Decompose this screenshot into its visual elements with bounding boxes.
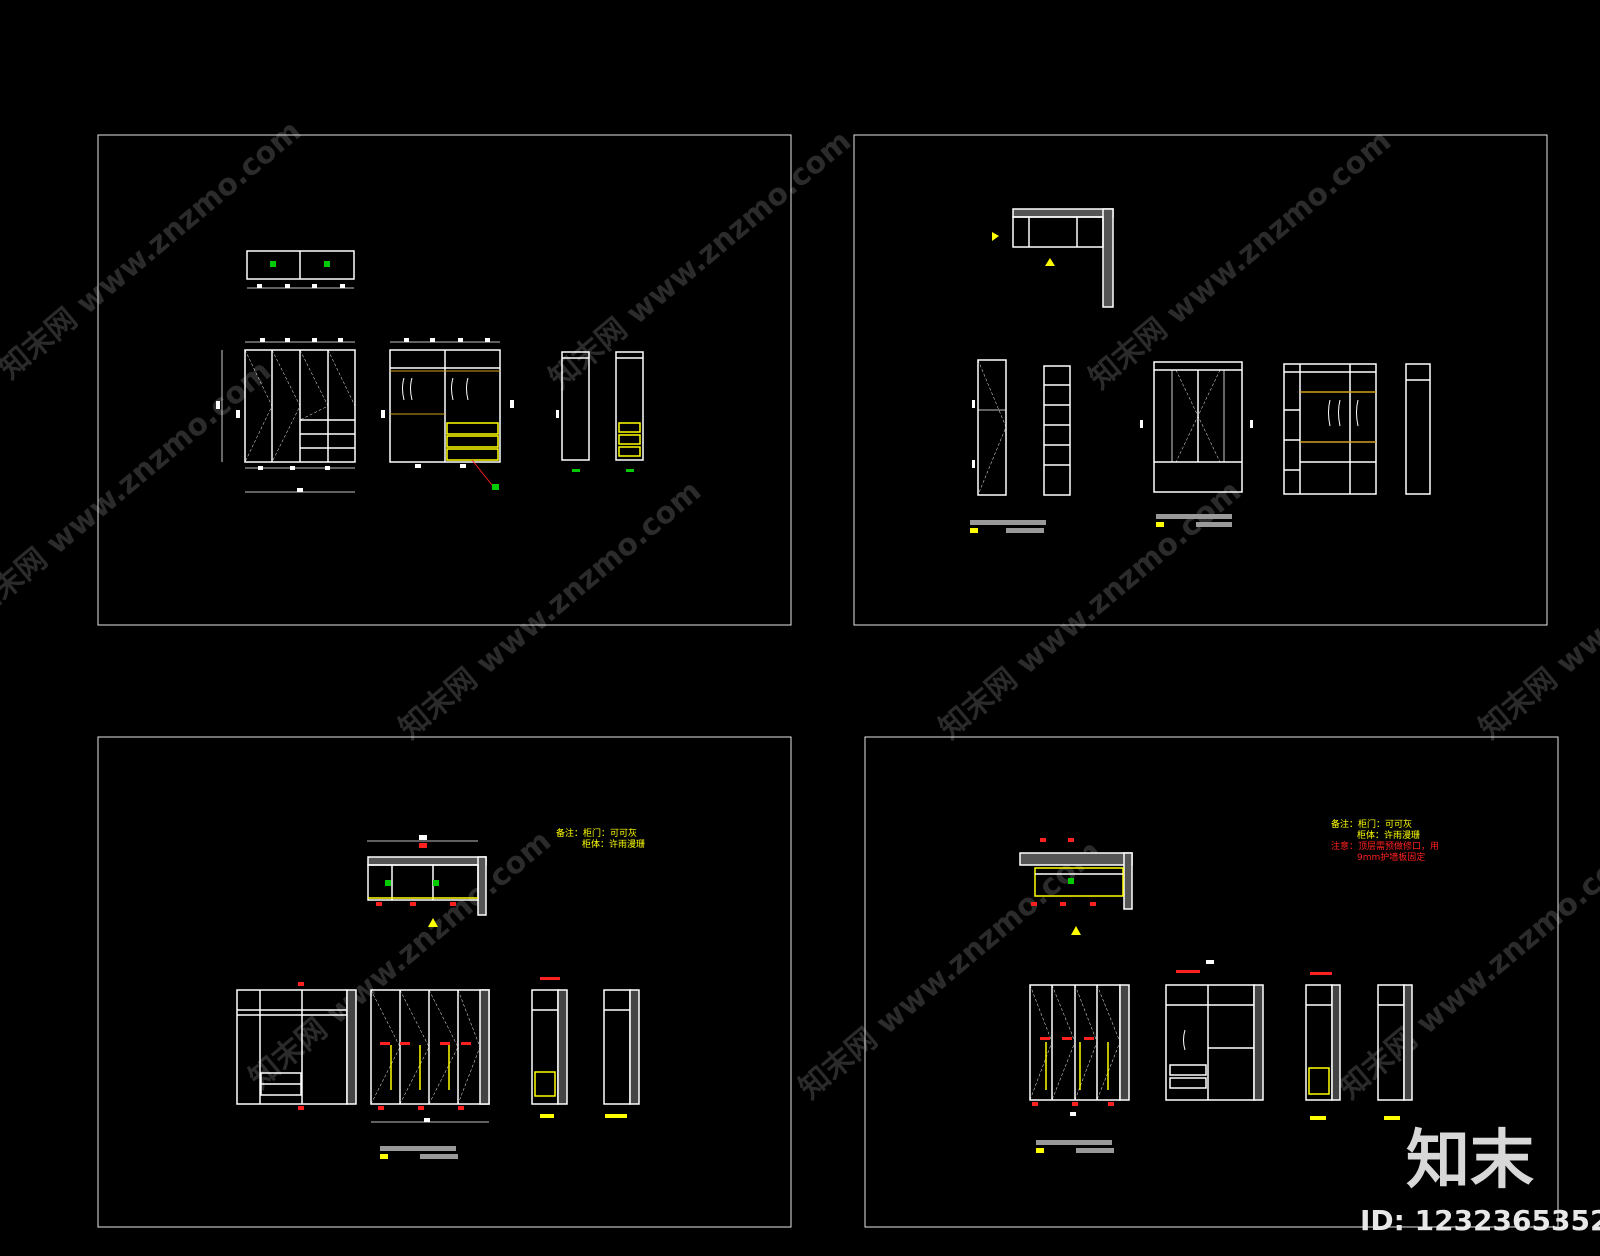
sheet-4-elevations bbox=[1029, 960, 1413, 1120]
sheet-3-notes: 备注：柜门：可可灰 柜体：许雨漫珊 bbox=[556, 827, 645, 850]
sheet-1-side-sections bbox=[556, 351, 644, 472]
sheet-1 bbox=[97, 134, 792, 626]
sheet-4-note-3: 注意：顶层需预做修口，用 bbox=[1331, 840, 1439, 852]
sheet-4-note-4: 9mm护墙板固定 bbox=[1357, 851, 1425, 863]
sheet-2 bbox=[853, 134, 1548, 626]
sheet-3-frame bbox=[97, 736, 792, 1228]
sheet-4-note-2: 柜体：许雨漫珊 bbox=[1357, 829, 1420, 841]
sheet-1-door-elevation bbox=[216, 338, 356, 493]
sheet-1-plan-view bbox=[246, 250, 355, 289]
sheet-4-plan-view bbox=[1019, 838, 1133, 935]
sheet-3-plan-view bbox=[367, 835, 487, 927]
sheet-2-elevations bbox=[972, 359, 1431, 496]
sheet-4-notes: 备注：柜门：可可灰 柜体：许雨漫珊 注意：顶层需预做修口，用 9mm护墙板固定 bbox=[1331, 818, 1439, 863]
sheet-4-note-1: 备注：柜门：可可灰 bbox=[1331, 818, 1412, 830]
sheet-3-legend bbox=[380, 1146, 458, 1159]
sheet-3-note-2: 柜体：许雨漫珊 bbox=[582, 838, 645, 850]
sheet-4-legend bbox=[1036, 1140, 1114, 1153]
sheet-1-interior-elevation bbox=[381, 338, 514, 490]
sheet-3: 备注：柜门：可可灰 柜体：许雨漫珊 bbox=[97, 736, 792, 1228]
sheet-2-legends bbox=[970, 514, 1232, 533]
image-id-label: ID: 1232365352 bbox=[1360, 1204, 1600, 1237]
sheet-4-frame bbox=[864, 736, 1559, 1228]
sheet-3-elevations bbox=[236, 977, 640, 1123]
brand-block: 知末 ID: 1232365352 bbox=[1360, 1124, 1600, 1237]
sheet-4: 备注：柜门：可可灰 柜体：许雨漫珊 注意：顶层需预做修口，用 9mm护墙板固定 bbox=[864, 736, 1559, 1228]
sheet-2-plan-view bbox=[992, 208, 1114, 308]
sheet-2-frame bbox=[853, 134, 1548, 626]
sheet-1-frame bbox=[97, 134, 792, 626]
brand-logo: 知末 bbox=[1406, 1124, 1534, 1198]
sheet-3-note-1: 备注：柜门：可可灰 bbox=[556, 827, 637, 839]
